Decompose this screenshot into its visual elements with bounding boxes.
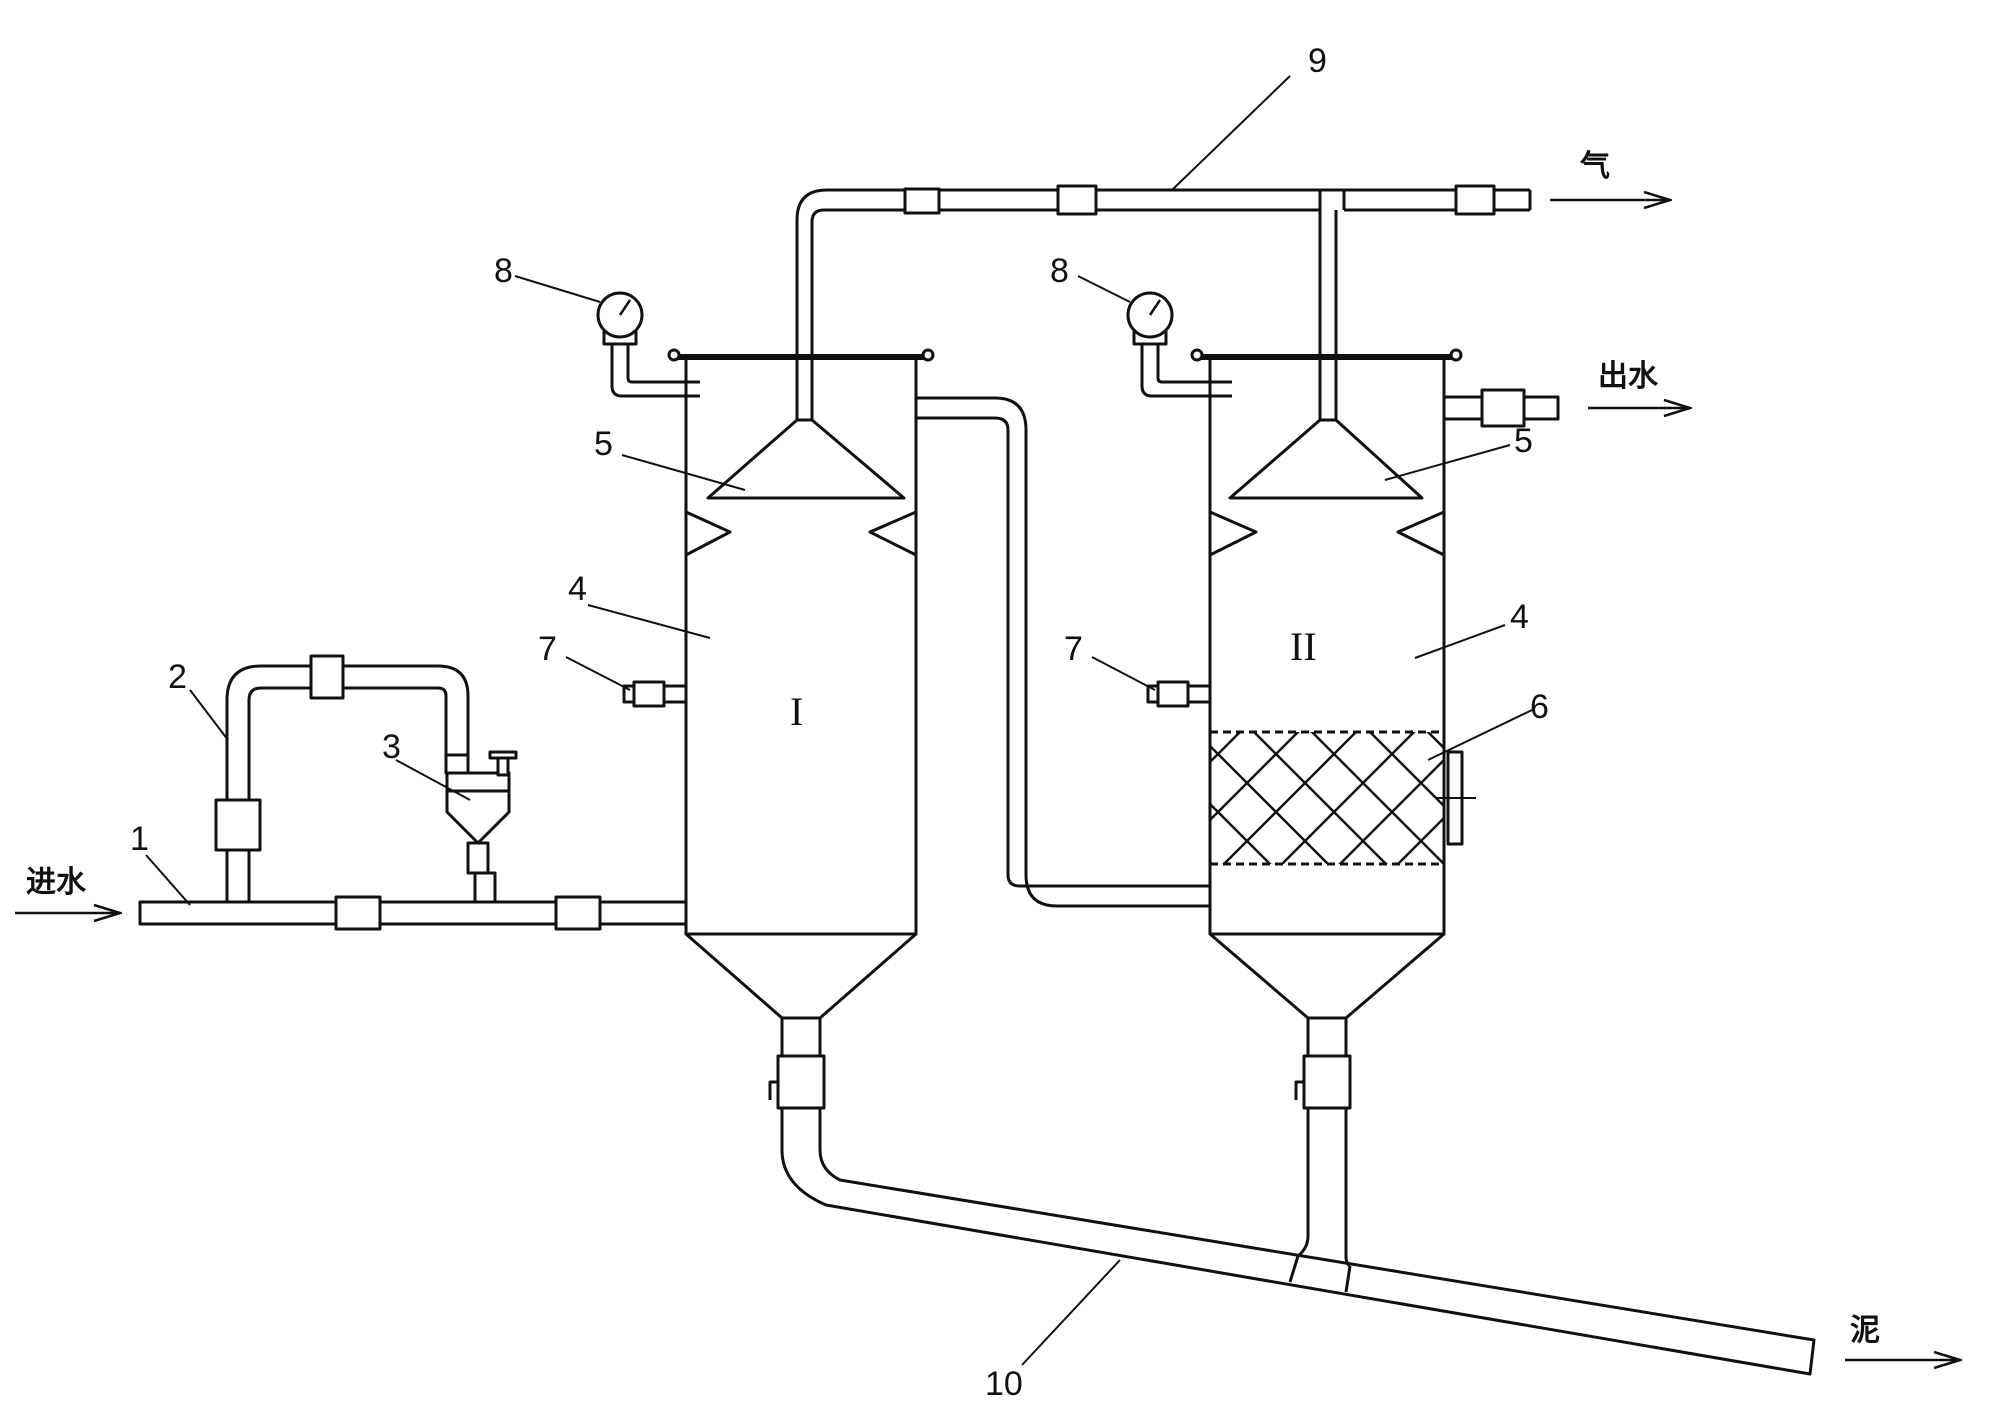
bottom-valve-1 <box>768 1016 826 1110</box>
gas-pipe <box>795 188 1532 420</box>
label-8-left: 8 <box>494 252 513 290</box>
leader-9 <box>1171 75 1291 191</box>
leader-5-left <box>621 454 746 491</box>
label-3: 3 <box>382 728 401 766</box>
pressure-gauge-2 <box>1126 291 1232 398</box>
water-in-label: 进水 <box>26 866 87 899</box>
bypass-valve-left <box>214 798 262 852</box>
label-5-right: 5 <box>1514 422 1533 460</box>
sampling-valve-1 <box>622 680 688 708</box>
leader-2 <box>189 689 229 741</box>
leader-7-left <box>565 656 631 691</box>
reactor-2-label: II <box>1290 624 1317 669</box>
label-9: 9 <box>1308 42 1327 80</box>
bottom-valve-2 <box>1294 1016 1352 1110</box>
sludge-pipe <box>780 1108 1816 1376</box>
reactor-1-label: I <box>790 689 803 734</box>
pressure-gauge-1 <box>596 291 700 398</box>
gas-valve-2 <box>1056 184 1098 216</box>
bypass-pipe <box>225 664 470 902</box>
leader-3 <box>395 759 471 801</box>
label-2: 2 <box>168 658 187 696</box>
outlet-pipe <box>1442 388 1560 428</box>
leader-6 <box>1427 709 1533 761</box>
label-10: 10 <box>985 1365 1023 1403</box>
gas-hood-1 <box>706 418 906 500</box>
sampling-valve-2 <box>1146 680 1212 708</box>
baffle-2-left <box>1209 510 1258 557</box>
sludge-out-label: 泥 <box>1850 1314 1880 1347</box>
leader-8-left <box>514 275 601 303</box>
water-out-label: 出水 <box>1598 360 1659 393</box>
label-6: 6 <box>1530 688 1549 726</box>
label-7-right: 7 <box>1064 630 1083 668</box>
baffle-1-left <box>685 510 732 557</box>
gas-valve-1 <box>903 187 941 215</box>
leader-4-right <box>1414 624 1506 659</box>
level-sight-glass <box>1436 750 1476 846</box>
leader-8-right <box>1077 275 1131 303</box>
packing-layer <box>1210 730 1444 866</box>
leader-1 <box>145 854 191 906</box>
label-7-left: 7 <box>538 630 557 668</box>
gas-valve-3 <box>1454 184 1496 216</box>
label-4-left: 4 <box>568 570 587 608</box>
inlet-valve-2 <box>554 895 602 931</box>
transfer-pipe <box>916 396 1210 908</box>
baffle-2-right <box>1396 510 1445 557</box>
label-5-left: 5 <box>594 425 613 463</box>
leader-7-right <box>1091 656 1156 691</box>
bypass-valve-top <box>309 654 345 700</box>
inlet-pipe <box>138 900 688 926</box>
inlet-valve-1 <box>334 895 382 931</box>
baffle-1-right <box>868 510 917 557</box>
leader-5-right <box>1384 444 1511 481</box>
dosing-unit <box>444 750 518 904</box>
gas-out-label: 气 <box>1580 150 1610 183</box>
gas-hood-2 <box>1228 418 1424 500</box>
leader-10 <box>1021 1259 1121 1366</box>
leader-4-left <box>587 604 711 639</box>
label-1: 1 <box>130 820 149 858</box>
label-4-right: 4 <box>1510 598 1529 636</box>
label-8-right: 8 <box>1050 252 1069 290</box>
